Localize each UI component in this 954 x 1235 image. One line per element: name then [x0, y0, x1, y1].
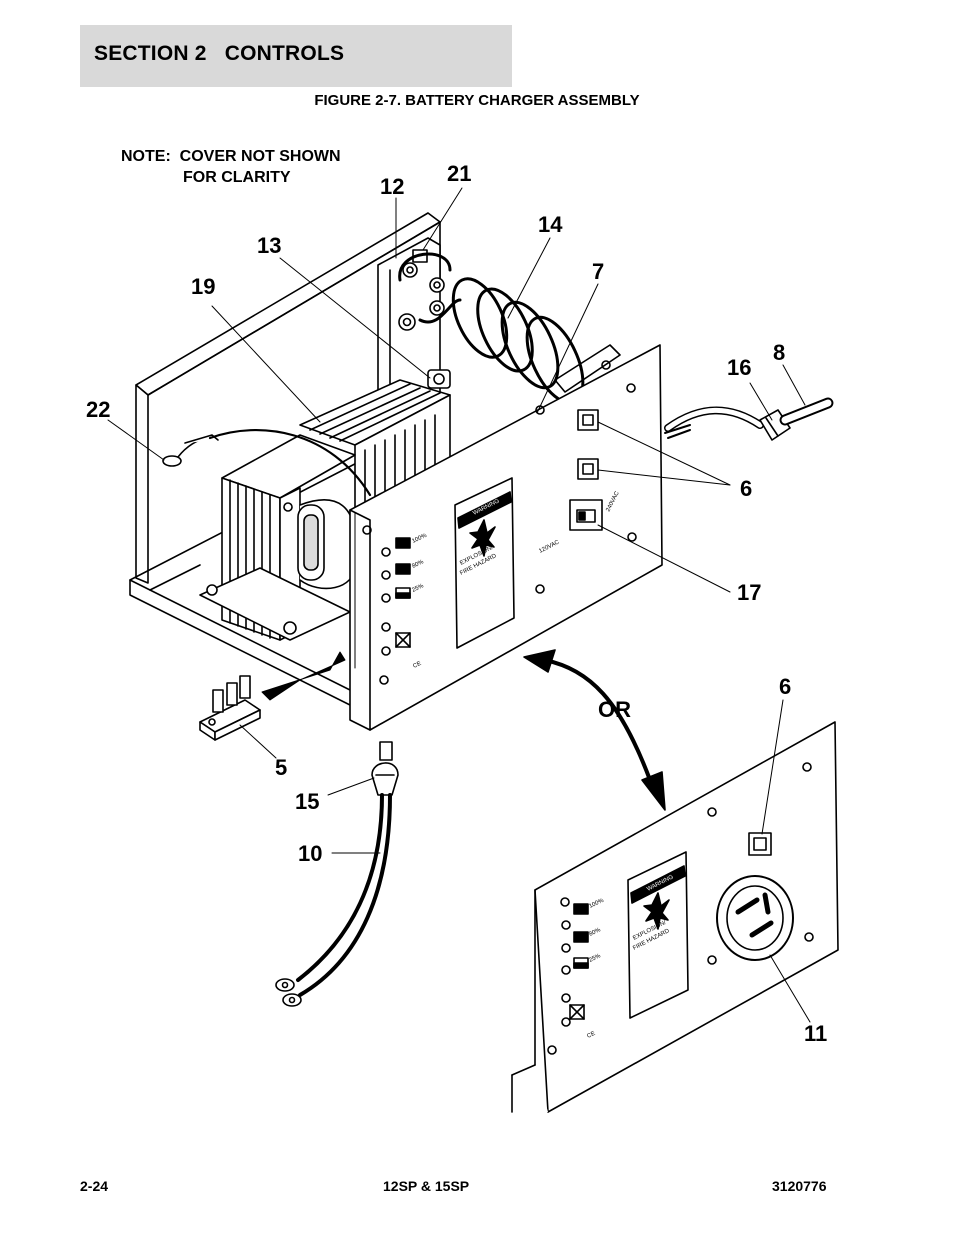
label-ce: CE — [412, 661, 422, 670]
front-panel-main — [349, 344, 663, 731]
callout-6-top: 6 — [740, 476, 752, 501]
callout-6-bottom: 6 — [779, 674, 791, 699]
front-panel-alternate — [511, 721, 839, 1113]
callout-8: 8 — [773, 340, 785, 365]
callout-22: 22 — [86, 397, 110, 422]
or-double-arrow — [523, 649, 666, 811]
note-line-1: NOTE: COVER NOT SHOWN — [121, 148, 341, 165]
footer-doc-number: 3120776 — [772, 1178, 827, 1194]
label-25: 25% — [411, 583, 425, 594]
callout-13: 13 — [257, 233, 281, 258]
dc-output-cables — [275, 741, 399, 1007]
callout-17: 17 — [737, 580, 761, 605]
leader-lines — [107, 187, 811, 1023]
callout-7: 7 — [592, 259, 604, 284]
callout-19: 19 — [191, 274, 215, 299]
callout-11: 11 — [804, 1021, 827, 1046]
note-line-2: FOR CLARITY — [183, 169, 291, 186]
section-title: SECTION 2 CONTROLS — [94, 42, 345, 65]
alt-label-25: 25% — [588, 953, 602, 964]
callout-12: 12 — [380, 174, 404, 199]
callout-5: 5 — [275, 755, 287, 780]
terminal-block — [199, 675, 261, 741]
label-80: 80% — [411, 559, 425, 570]
alt-label-ce: CE — [586, 1031, 596, 1040]
footer-model: 12SP & 15SP — [383, 1178, 470, 1194]
callout-14: 14 — [538, 212, 563, 237]
alt-label-80: 80% — [588, 927, 602, 938]
callout-16: 16 — [727, 355, 751, 380]
charger-chassis — [129, 212, 621, 716]
callout-21: 21 — [447, 161, 471, 186]
callout-or: OR — [598, 697, 631, 722]
callout-10: 10 — [298, 841, 322, 866]
footer-page-number: 2-24 — [80, 1178, 109, 1194]
assembly-arrow — [261, 651, 346, 701]
ground-wire — [162, 428, 372, 497]
figure-title: FIGURE 2-7. BATTERY CHARGER ASSEMBLY — [314, 92, 640, 109]
callout-numbers: 12 21 14 13 7 19 8 16 22 6 17 6 OR 5 15 … — [86, 161, 827, 1046]
ac-power-cord — [664, 397, 834, 441]
section-header-band — [80, 25, 512, 87]
callout-15: 15 — [295, 789, 319, 814]
note-text: NOTE: COVER NOT SHOWN FOR CLARITY — [121, 146, 341, 188]
